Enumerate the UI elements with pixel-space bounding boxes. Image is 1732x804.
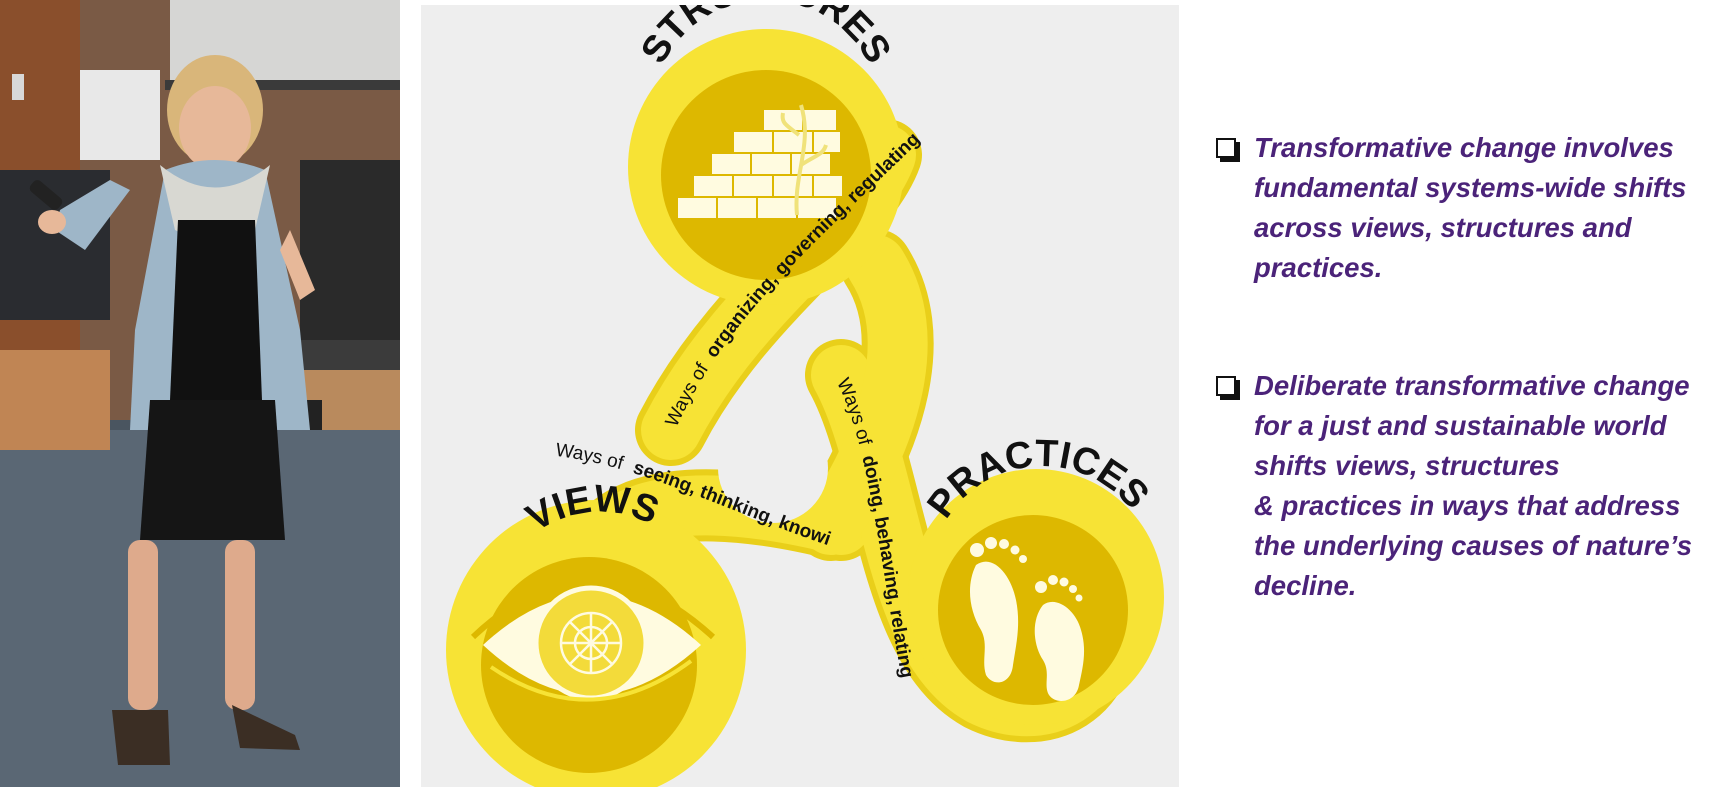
- bullet-line: Deliberate transformative change: [1254, 366, 1726, 406]
- bullet-list: Transformative change involves fundament…: [1216, 128, 1726, 606]
- bullet-transformative-change: Transformative change involves fundament…: [1216, 128, 1726, 288]
- bullet-line: practices.: [1254, 248, 1726, 288]
- bullet-line: fundamental systems-wide shifts: [1254, 168, 1726, 208]
- bullet-line: shifts views, structures: [1254, 446, 1726, 486]
- checkbox-bullet-icon: [1216, 138, 1236, 158]
- bullet-line: for a just and sustainable world: [1254, 406, 1726, 446]
- bullet-line: the underlying causes of nature’s: [1254, 526, 1726, 566]
- practices-node: [938, 515, 1128, 705]
- bullet-line: across views, structures and: [1254, 208, 1726, 248]
- bullet-line: Transformative change involves: [1254, 128, 1726, 168]
- bullet-line: & practices in ways that address: [1254, 486, 1726, 526]
- bullet-deliberate-change: Deliberate transformative change for a j…: [1216, 366, 1726, 606]
- presenter-photo: [0, 0, 400, 787]
- transformative-change-diagram: STRUCTURES VIEWS PRACTICES Ways of organ…: [421, 5, 1179, 787]
- checkbox-bullet-icon: [1216, 376, 1236, 396]
- bullet-line: decline.: [1254, 566, 1726, 606]
